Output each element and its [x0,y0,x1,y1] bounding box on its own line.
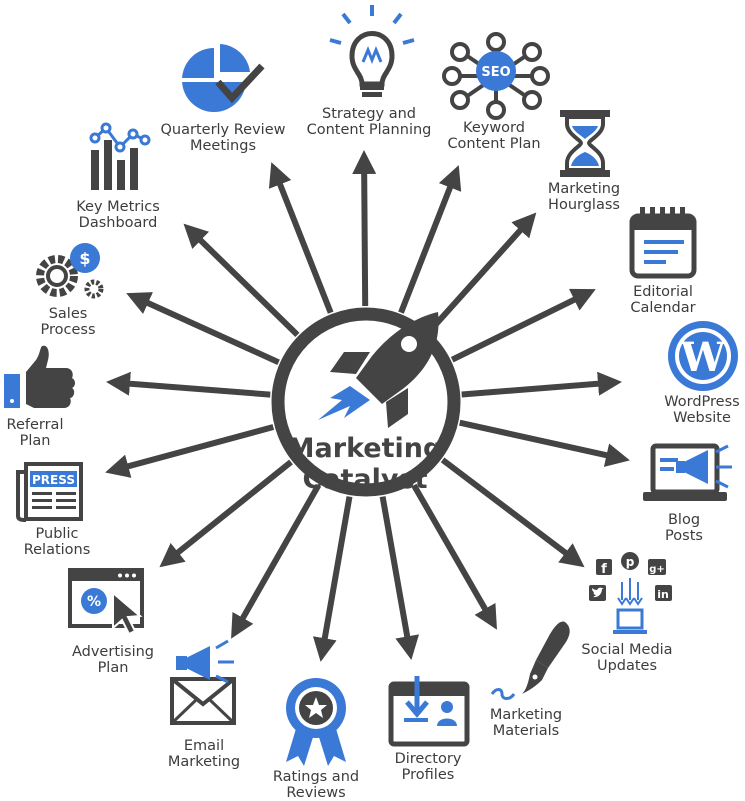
arrow-blog [459,419,630,467]
arrow-email [231,483,322,639]
arrow-social [440,457,585,568]
wordpress-icon: W [668,321,738,391]
svg-text:p: p [626,555,635,569]
arrow-directory [379,496,420,661]
arrow-advertising [159,459,293,568]
newspaper-icon: PRESS [16,462,83,522]
social-media-icon: f p g+ in [589,552,672,634]
svg-text:%: % [87,594,101,610]
arrow-materials [411,483,497,630]
arrow-ratings [312,496,353,662]
calendar-icon [629,207,697,279]
arrow-calendar [450,288,596,363]
arrow-keyword [398,165,462,314]
pie-check-icon [182,44,265,112]
envelope-megaphone-icon [170,639,236,725]
rocket-icon [318,312,439,428]
gears-dollar-icon: $ [36,243,104,299]
arrow-sales [126,292,280,366]
arrow-hourglass [427,212,537,333]
seo-label: SEO [481,65,510,80]
center-title-line1: Marketing [287,433,443,464]
arrows-group [105,150,630,662]
hourglass-icon [560,110,610,177]
fountain-pen-icon [490,621,570,700]
award-ribbon-icon [286,678,346,766]
center-title-line2: Catalyst [302,464,428,495]
browser-cursor-icon: % [68,568,144,636]
svg-text:g+: g+ [649,564,665,575]
svg-text:f: f [601,562,607,577]
arrow-metrics [183,223,300,338]
svg-text:in: in [657,588,669,601]
press-label: PRESS [32,473,75,487]
center-title: Marketing Catalyst [288,433,443,495]
bar-chart-icon [89,122,151,190]
arrow-wordpress [461,371,622,398]
svg-text:$: $ [79,249,90,268]
arrow-referral [106,371,271,398]
laptop-megaphone-icon [643,443,732,501]
thumbs-up-icon [4,345,75,408]
directory-icon [388,676,470,747]
arrow-pr [105,424,275,478]
svg-text:W: W [680,334,727,381]
lightbulb-icon [329,5,415,97]
arrow-quarterly [268,162,334,314]
seo-network-icon: SEO [442,32,550,120]
arrow-strategy [352,150,377,307]
